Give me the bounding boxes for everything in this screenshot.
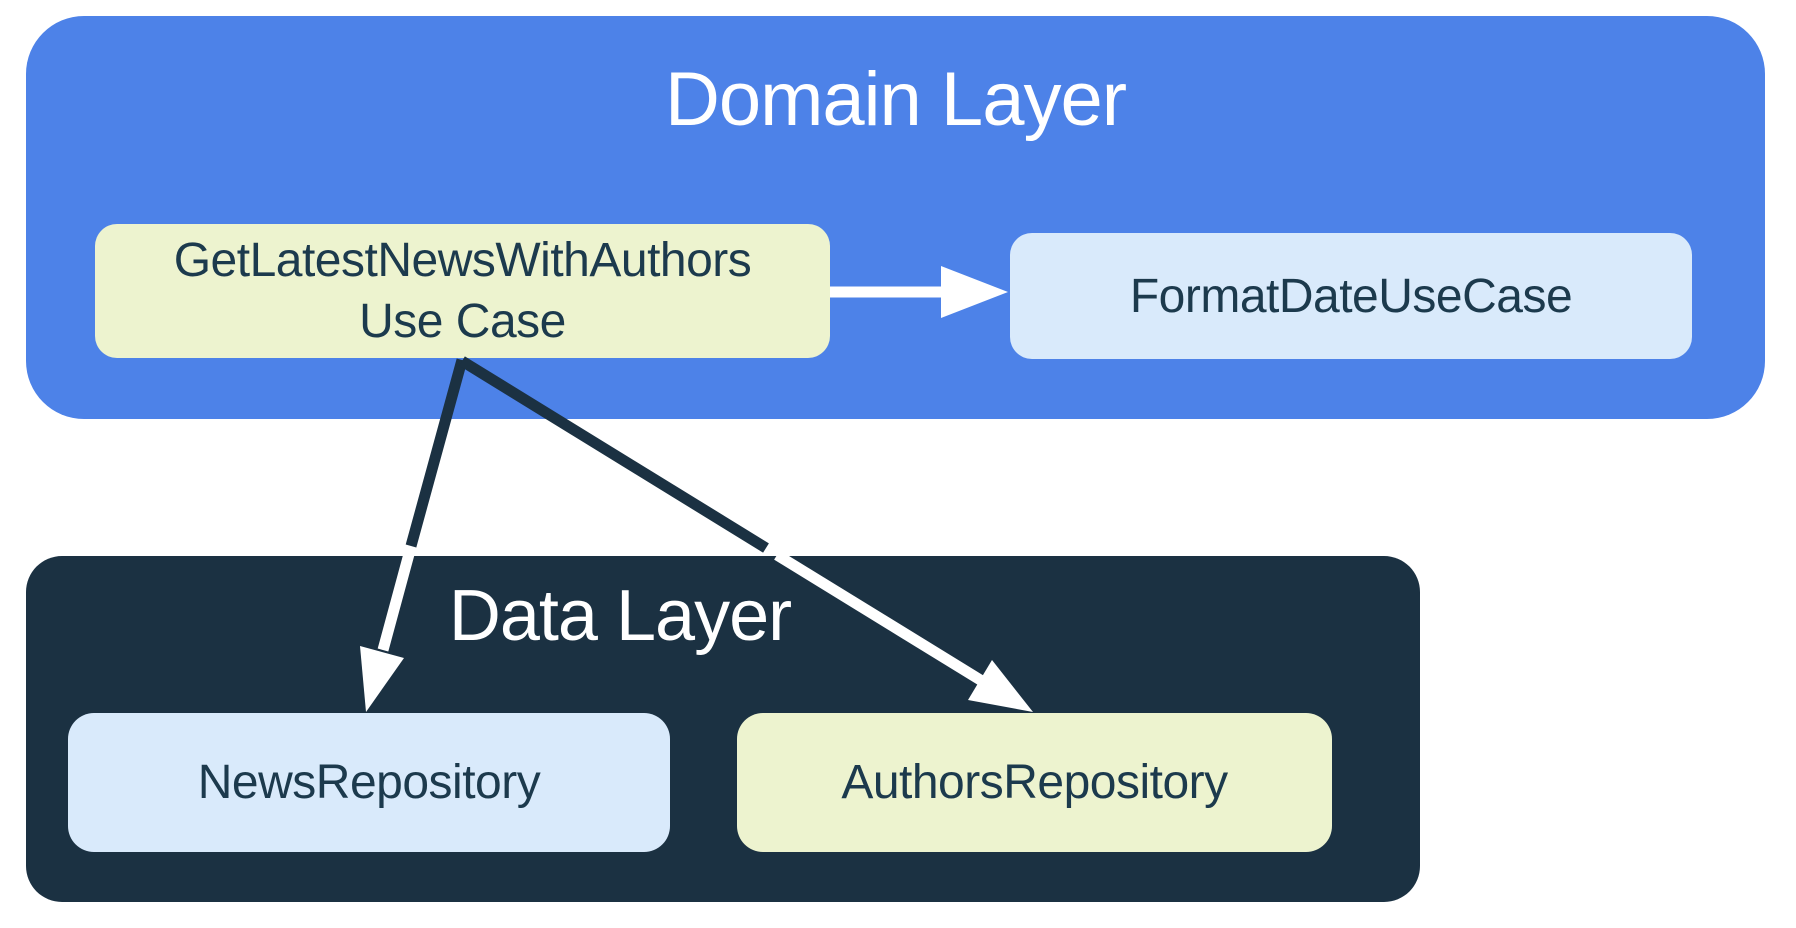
domain-layer-title: Domain Layer [664, 57, 1127, 142]
usecase-node-label: GetLatestNewsWithAuthors Use Case [174, 230, 752, 352]
authorsrepository-node: AuthorsRepository [737, 713, 1332, 852]
data-layer-title: Data Layer [448, 576, 792, 656]
formatdate-node: FormatDateUseCase [1010, 233, 1692, 359]
authorsrepository-node-label: AuthorsRepository [841, 756, 1228, 809]
usecase-node-label-line1: GetLatestNewsWithAuthors [173, 234, 752, 287]
newsrepository-node-label: NewsRepository [197, 756, 541, 809]
formatdate-node-label: FormatDateUseCase [1129, 269, 1573, 323]
newsrepository-node: NewsRepository [68, 713, 670, 852]
usecase-node-label-line2: Use Case [359, 295, 566, 348]
usecase-node: GetLatestNewsWithAuthors Use Case [95, 224, 830, 358]
